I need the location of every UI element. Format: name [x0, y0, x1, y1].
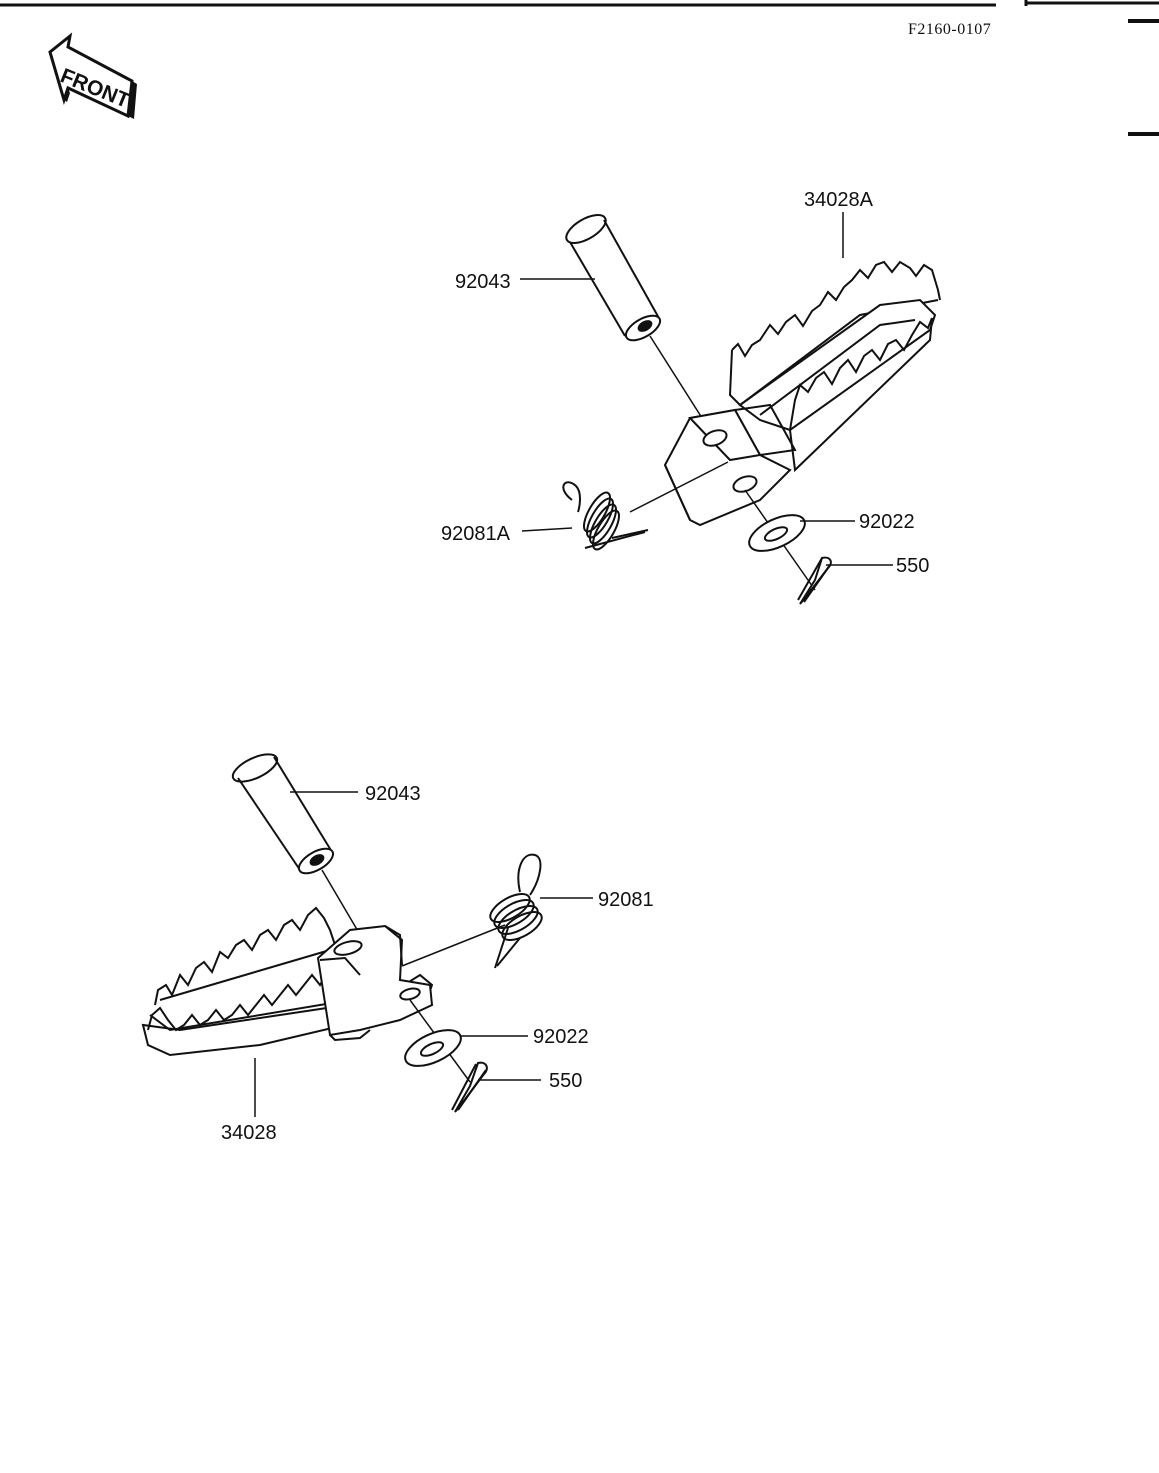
- upper-leader-lines: [520, 212, 893, 565]
- lower-pin-92043: [229, 749, 337, 879]
- upper-cotter-pin-550: [798, 558, 831, 604]
- upper-pin-92043: [562, 209, 664, 345]
- upper-label-92043: 92043: [455, 271, 511, 293]
- upper-label-92022: 92022: [859, 511, 915, 533]
- diagram-code: F2160-0107: [908, 21, 991, 38]
- page-border-marks: [0, 0, 1159, 134]
- lower-label-550: 550: [549, 1070, 582, 1092]
- upper-label-34028A: 34028A: [804, 189, 874, 211]
- lower-footpeg-34028: [143, 908, 432, 1055]
- upper-washer-92022: [744, 508, 810, 559]
- lower-label-34028: 34028: [221, 1122, 277, 1144]
- lower-label-92043: 92043: [365, 783, 421, 805]
- lower-cotter-pin-550: [452, 1063, 487, 1112]
- lower-spring-92081: [486, 855, 546, 968]
- upper-label-550: 550: [896, 555, 929, 577]
- upper-spring-92081A: [563, 482, 648, 553]
- upper-label-92081A: 92081A: [441, 523, 511, 545]
- front-arrow-icon: FRONT: [50, 36, 137, 119]
- upper-assembly: [520, 209, 940, 604]
- lower-assembly: [143, 749, 593, 1117]
- lower-label-92022: 92022: [533, 1026, 589, 1048]
- lower-label-92081: 92081: [598, 889, 654, 911]
- lower-leader-lines: [255, 792, 593, 1117]
- upper-footpeg-34028A: [665, 262, 940, 525]
